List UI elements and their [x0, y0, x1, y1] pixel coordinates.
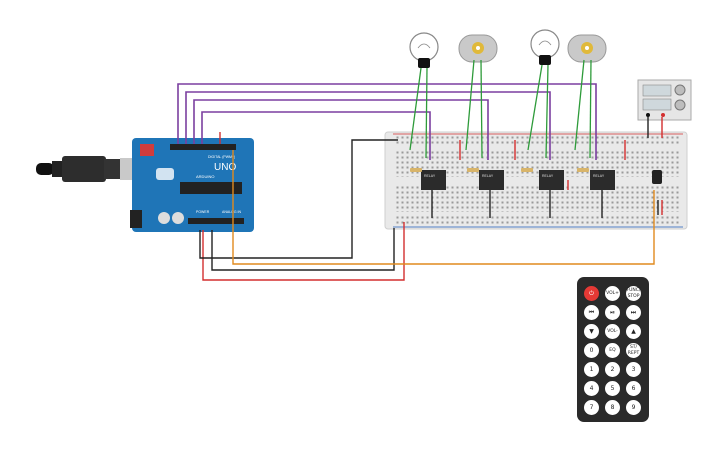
- relay-label: RELAY: [593, 174, 605, 178]
- dc-motor-2[interactable]: [567, 34, 607, 63]
- ir-signal-wire: [232, 150, 655, 265]
- ground-wires-black: [199, 117, 659, 271]
- load-wires: [409, 59, 592, 159]
- arduino-brand-label: ARDUINO: [196, 174, 214, 179]
- relay-3[interactable]: RELAY: [539, 170, 564, 190]
- resistor-2[interactable]: [467, 168, 479, 172]
- dc-motor-1[interactable]: [458, 34, 498, 63]
- digital-header: [170, 144, 236, 150]
- resistor-3[interactable]: [521, 168, 533, 172]
- relay-label: RELAY: [424, 174, 436, 178]
- relay-1[interactable]: RELAY: [421, 170, 446, 190]
- relay-4[interactable]: RELAY: [590, 170, 615, 190]
- light-bulb-1[interactable]: [409, 32, 439, 68]
- usb-cable: [36, 156, 154, 182]
- relay-2[interactable]: RELAY: [479, 170, 504, 190]
- power-supply[interactable]: [637, 79, 692, 121]
- resistor-1[interactable]: [410, 168, 422, 172]
- resistor-4[interactable]: [577, 168, 589, 172]
- light-bulb-2[interactable]: [530, 29, 560, 65]
- signal-wires: [177, 83, 597, 160]
- analog-pins-label: ANALOG IN: [222, 210, 242, 214]
- relay-label: RELAY: [542, 174, 554, 178]
- ir-receiver[interactable]: [652, 170, 662, 184]
- microcontroller-chip: [180, 182, 242, 194]
- analog-header: [188, 218, 244, 224]
- digital-pins-label: DIGITAL (PWM~): [208, 155, 235, 159]
- arduino-board[interactable]: UNO ARDUINO DIGITAL (PWM~) ANALOG IN POW…: [130, 138, 254, 232]
- arduino-model-label: UNO: [214, 162, 236, 173]
- ir-remote[interactable]: [577, 277, 649, 422]
- power-pins-label: POWER: [196, 210, 210, 214]
- power-wires-red: [202, 117, 663, 281]
- relay-label: RELAY: [482, 174, 494, 178]
- reset-button[interactable]: [140, 144, 154, 156]
